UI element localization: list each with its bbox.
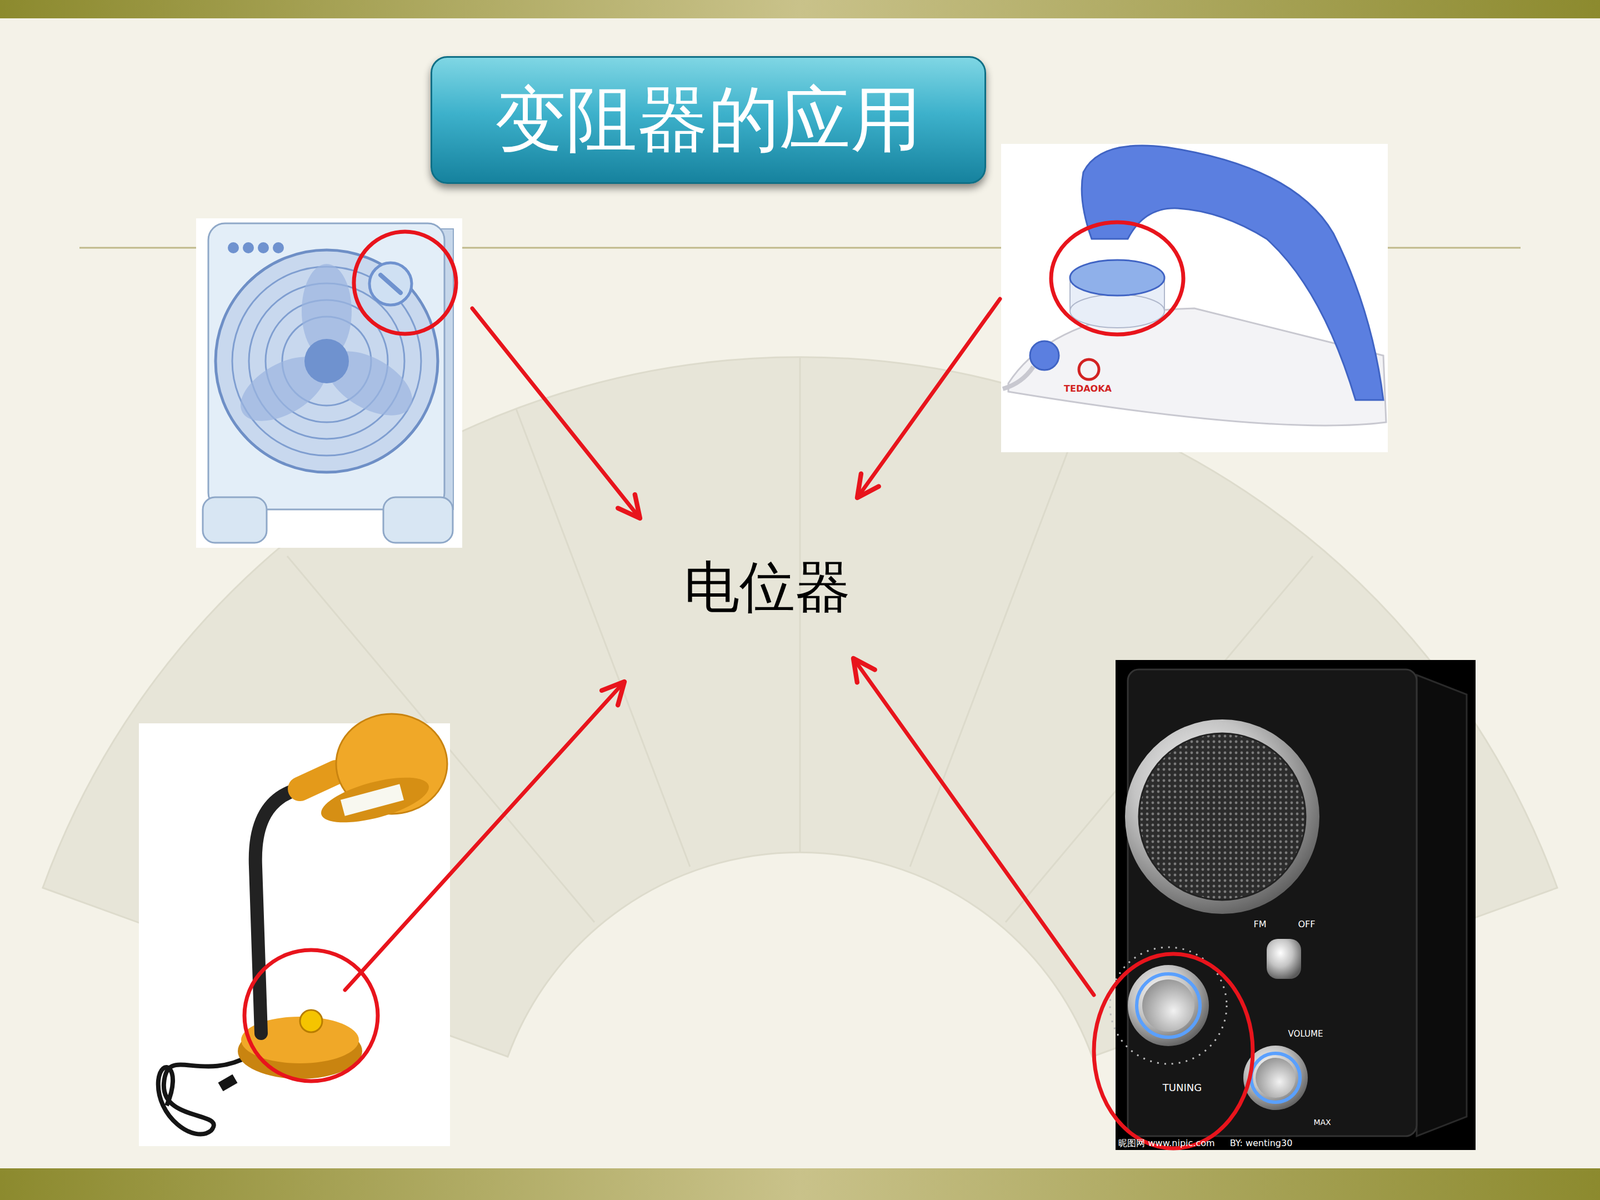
slide-title: 变阻器的应用 bbox=[495, 72, 922, 169]
fan-picture bbox=[196, 218, 463, 548]
watermark: BY: wenting30 bbox=[1230, 1138, 1293, 1149]
center-label: 电位器 bbox=[683, 555, 851, 619]
knob-label: MAX bbox=[1313, 1117, 1331, 1127]
switch-label: FM bbox=[1253, 919, 1267, 930]
pointer-arrows bbox=[345, 298, 1094, 995]
brand-text: TEDAOKA bbox=[1063, 383, 1112, 394]
lamp-picture bbox=[138, 713, 450, 1147]
iron-picture bbox=[1001, 143, 1388, 453]
switch-label: OFF bbox=[1298, 919, 1316, 930]
watermark: 昵图网 www.nipic.com bbox=[1118, 1138, 1215, 1149]
highlight-circles bbox=[244, 222, 1253, 1149]
radio-picture bbox=[1110, 660, 1476, 1150]
knob-label: VOLUME bbox=[1288, 1029, 1324, 1039]
title-banner: 变阻器的应用 bbox=[430, 56, 987, 184]
knob-label: TUNING bbox=[1162, 1082, 1202, 1094]
bottom-bar bbox=[0, 1168, 1600, 1200]
top-bar bbox=[0, 0, 1600, 19]
